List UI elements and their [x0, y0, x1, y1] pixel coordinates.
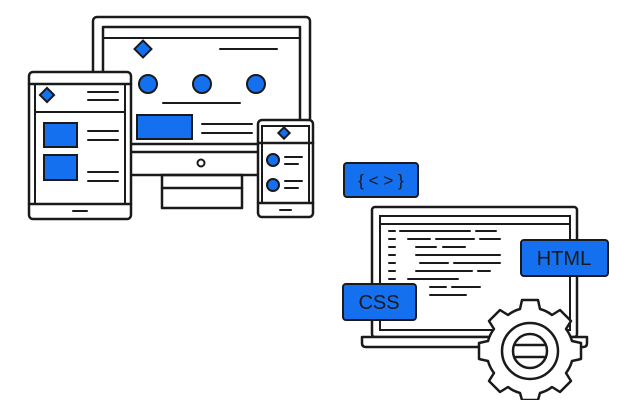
code-badge: { < > }	[343, 162, 419, 198]
gear-icon	[477, 298, 583, 400]
phone-icon	[256, 118, 315, 219]
html-badge: HTML	[520, 239, 609, 277]
css-badge-label: CSS	[358, 292, 399, 314]
html-badge-label: HTML	[537, 248, 591, 270]
css-badge: CSS	[342, 283, 417, 321]
tablet-icon	[27, 70, 133, 221]
code-badge-label: { < > }	[358, 171, 404, 190]
